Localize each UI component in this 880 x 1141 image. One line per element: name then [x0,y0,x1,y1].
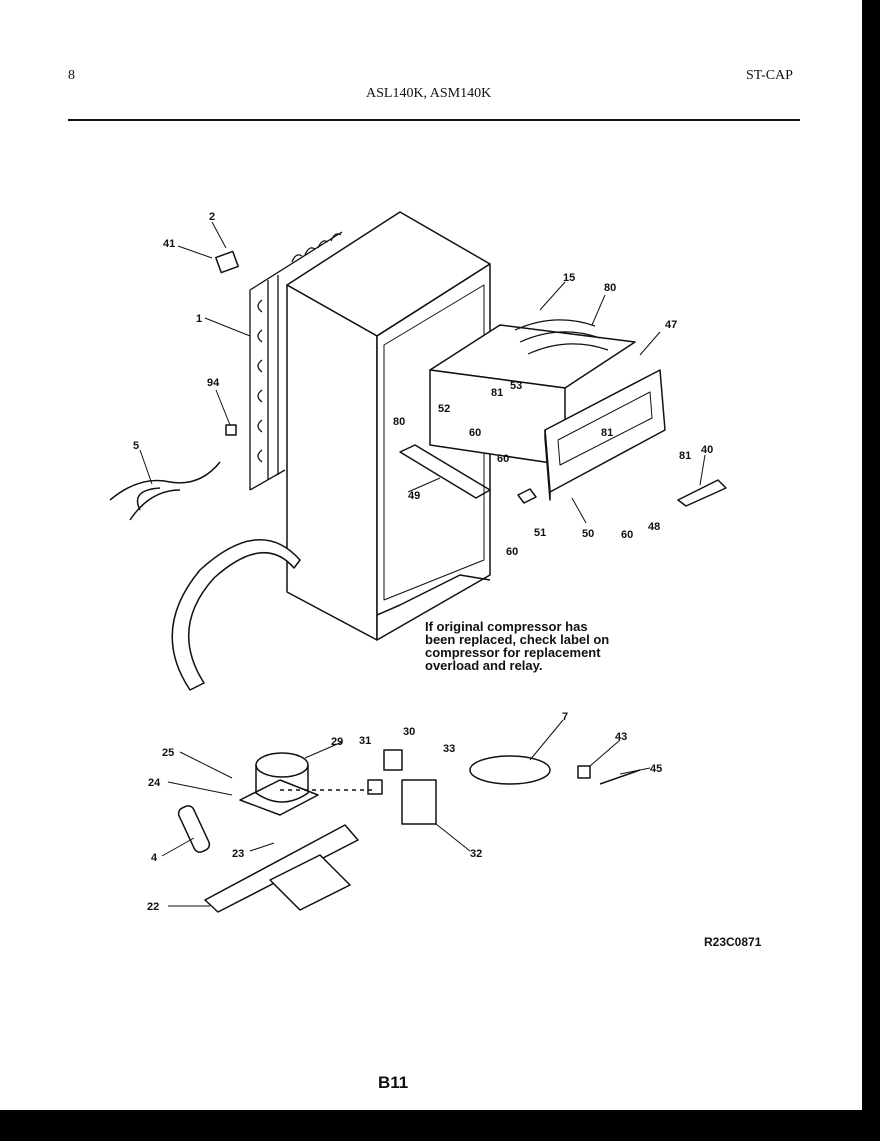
part-43-clip [577,765,591,779]
leader-lines [139,221,706,907]
part-7-cord [469,755,551,785]
callout-numbers: 1 2 41 94 5 15 80 47 53 81 52 60 80 60 8… [133,211,713,913]
callout-22: 22 [147,901,159,913]
callout-80-top: 80 [604,282,616,294]
part-94-grommet [225,424,237,436]
callout-25: 25 [162,747,174,759]
note-line: been replaced, check label on [425,632,610,647]
compressor-replacement-note: If original compressor has been replaced… [425,620,665,672]
page-number: 8 [68,68,75,83]
callout-51: 51 [534,527,546,539]
callout-53: 53 [510,380,522,392]
part-31-relay [367,779,383,795]
callout-60-b: 60 [469,427,481,439]
compressor-assembly [204,752,372,913]
callout-15: 15 [563,272,575,284]
callout-47: 47 [665,319,677,331]
callout-81-a: 81 [491,387,503,399]
callout-49: 49 [408,490,420,502]
callout-50: 50 [582,528,594,540]
scan-border-bottom [0,1110,880,1141]
callout-48: 48 [648,521,660,533]
section-code: ST-CAP [746,68,793,83]
condenser-coil [249,231,343,491]
part-45-screw [599,769,641,785]
part-30-overload [383,749,403,771]
callout-45: 45 [650,763,662,775]
callout-24: 24 [148,777,161,789]
callout-4: 4 [151,852,158,864]
model-numbers: ASL140K, ASM140K [366,86,492,101]
callout-60-a: 60 [497,453,509,465]
part-5-harness [109,461,221,521]
freezer-compartment [399,319,636,499]
part-4-strap [177,805,211,853]
part-2-bracket [215,250,239,274]
page-label: B11 [378,1073,409,1092]
flow-arrow [171,539,301,691]
callout-32: 32 [470,848,482,860]
callout-30: 30 [403,726,415,738]
callout-94: 94 [207,377,220,389]
header-rule [68,119,800,121]
callout-40: 40 [701,444,713,456]
part-33-capacitor [401,779,437,825]
note-line: compressor for replacement [425,645,601,660]
callout-31: 31 [359,735,371,747]
scan-border-right [862,0,880,1141]
cabinet-body [286,211,491,641]
callout-43: 43 [615,731,627,743]
part-51-hinge [517,488,537,504]
callout-41: 41 [163,238,175,250]
callout-80-b: 80 [393,416,405,428]
freezer-door [544,369,666,501]
callout-5: 5 [133,440,139,452]
callout-52: 52 [438,403,450,415]
part-40-handle [677,479,727,507]
diagram-reference-code: R23C0871 [704,935,762,949]
callout-60-d: 60 [621,529,633,541]
callout-60-c: 60 [506,546,518,558]
callout-23: 23 [232,848,244,860]
callout-81-b: 81 [601,427,613,439]
callout-1: 1 [196,313,202,325]
callout-33: 33 [443,743,455,755]
callout-2: 2 [209,211,215,223]
callout-7: 7 [562,711,568,723]
note-line: overload and relay. [425,658,543,673]
callout-29: 29 [331,736,343,748]
note-line: If original compressor has [425,619,588,634]
callout-81-c: 81 [679,450,691,462]
